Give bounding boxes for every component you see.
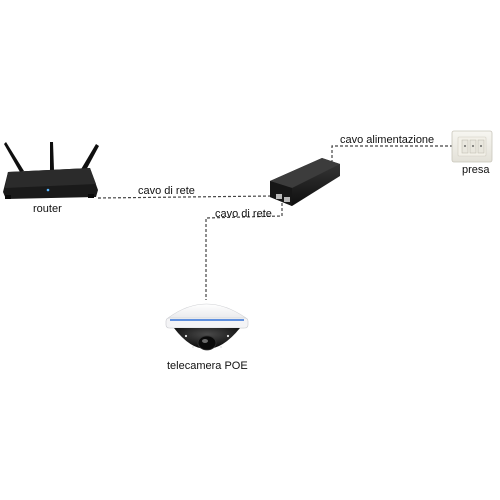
poe-injector-icon <box>270 158 340 206</box>
cable-router-injector <box>97 195 273 199</box>
outlet-icon <box>451 130 493 163</box>
cable-label-injector-camera: cavo di rete <box>215 208 272 220</box>
dome-camera-icon <box>165 303 249 351</box>
router-label: router <box>33 203 62 215</box>
cable-power <box>331 145 456 168</box>
cable-label-router-injector: cavo di rete <box>138 185 195 197</box>
cable-label-power: cavo alimentazione <box>340 134 435 146</box>
router-icon <box>3 142 99 199</box>
outlet-label: presa <box>462 164 490 176</box>
camera-label: telecamera POE <box>167 360 248 372</box>
cable-injector-camera <box>205 203 283 300</box>
